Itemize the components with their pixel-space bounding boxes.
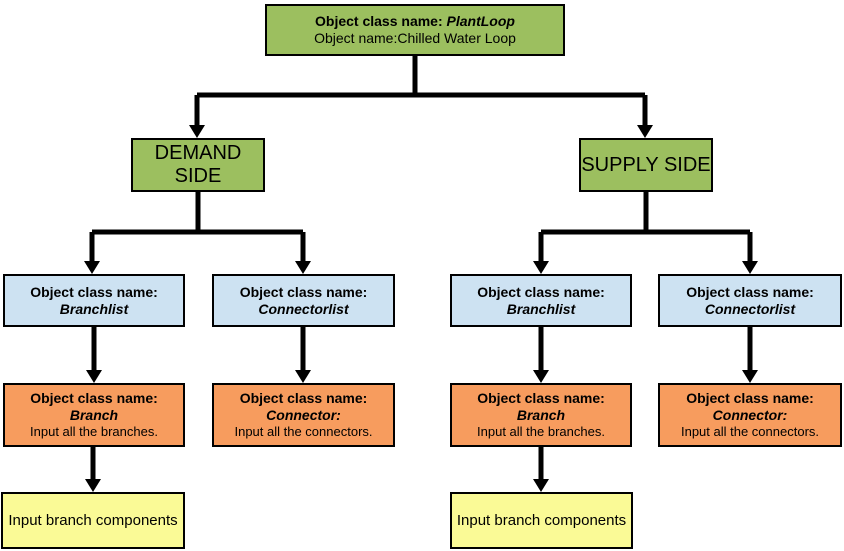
connector-root-split	[194, 56, 648, 127]
arrowhead-supply-components	[533, 479, 549, 492]
node-demand-branch-components: Input branch components	[1, 492, 185, 549]
components-label: Input branch components	[8, 512, 178, 529]
connector-supply-split	[538, 192, 753, 263]
branchlist-class-label: Object class name:	[477, 283, 605, 300]
connector-note: Input all the connectors.	[680, 424, 820, 439]
branch-class-name: Branch	[516, 407, 566, 423]
arrowhead-supply-connector	[742, 370, 758, 383]
connectorlist-class-name: Connectorlist	[258, 300, 349, 317]
arrowhead-demand-components	[85, 479, 101, 492]
supply-side-label: SUPPLY SIDE	[581, 153, 711, 176]
arrowhead-supply-branch	[533, 370, 549, 383]
connector-lists-to-objects	[91, 327, 753, 372]
arrowhead-demand-branchlist	[84, 261, 100, 274]
arrowhead-supply-branchlist	[533, 261, 549, 274]
connector-class-name: Connector:	[712, 407, 788, 423]
arrowhead-demand-branch	[86, 370, 102, 383]
arrowhead-demand	[189, 125, 205, 138]
plantloop-class-line: Object class name: PlantLoop	[315, 13, 515, 30]
node-supply-side: SUPPLY SIDE	[579, 138, 713, 192]
arrowhead-demand-connectorlist	[295, 261, 311, 274]
demand-side-label: DEMAND SIDE	[154, 142, 242, 187]
branchlist-class-label: Object class name:	[30, 283, 158, 300]
node-demand-branch: Object class name: Branch Input all the …	[3, 383, 185, 447]
node-supply-connectorlist: Object class name: Connectorlist	[658, 274, 842, 327]
node-supply-branchlist: Object class name: Branchlist	[450, 274, 632, 327]
branch-class-label: Object class name:	[30, 390, 158, 406]
node-supply-branch-components: Input branch components	[450, 492, 633, 549]
branch-note: Input all the branches.	[30, 424, 158, 439]
connector-branches-to-components	[90, 447, 544, 481]
connectorlist-class-name: Connectorlist	[704, 300, 796, 317]
connectorlist-class-label: Object class name:	[686, 283, 814, 300]
plantloop-class-label: Object class name:	[315, 13, 443, 29]
components-label: Input branch components	[456, 512, 627, 529]
node-supply-connector: Object class name: Connector: Input all …	[658, 383, 842, 447]
branch-note: Input all the branches.	[477, 424, 605, 439]
branchlist-class-name: Branchlist	[59, 300, 129, 317]
connectorlist-class-label: Object class name:	[239, 283, 368, 300]
branch-class-name: Branch	[69, 407, 119, 423]
node-plantloop: Object class name: PlantLoop Object name…	[265, 4, 565, 56]
connector-class-label: Object class name:	[239, 390, 368, 406]
connector-class-name: Connector:	[266, 407, 341, 423]
node-demand-side: DEMAND SIDE	[131, 138, 265, 192]
arrowhead-supply-connectorlist	[742, 261, 758, 274]
plantloop-class-name: PlantLoop	[446, 13, 515, 29]
arrowhead-supply	[637, 125, 653, 138]
node-demand-branchlist: Object class name: Branchlist	[3, 274, 185, 327]
connector-note: Input all the connectors.	[234, 424, 373, 439]
connector-demand-split	[89, 192, 306, 263]
node-demand-connector: Object class name: Connector: Input all …	[212, 383, 395, 447]
plantloop-object-name: Object name:Chilled Water Loop	[314, 30, 516, 46]
branchlist-class-name: Branchlist	[506, 300, 576, 317]
node-supply-branch: Object class name: Branch Input all the …	[450, 383, 632, 447]
node-demand-connectorlist: Object class name: Connectorlist	[212, 274, 395, 327]
branch-class-label: Object class name:	[477, 390, 605, 406]
arrowhead-demand-connector	[295, 370, 311, 383]
connector-class-label: Object class name:	[686, 390, 814, 406]
